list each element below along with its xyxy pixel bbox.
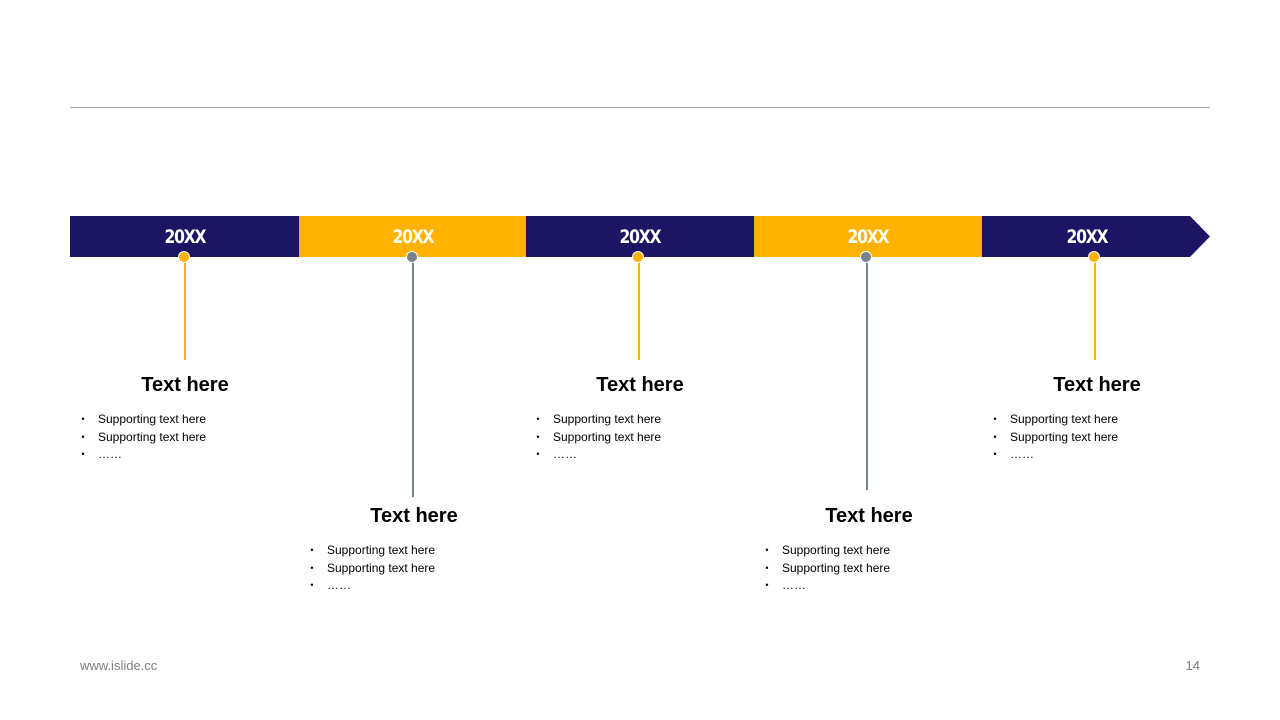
bullet-icon: •: [765, 562, 769, 573]
timeline-bar: 20XX 20XX 20XX 20XX 20XX: [70, 216, 1210, 257]
milestone-5-dot: [1088, 251, 1100, 263]
milestone-bullet-list: • Supporting text here • Supporting text h…: [982, 411, 1212, 464]
list-item: • Supporting text here: [78, 411, 300, 429]
list-item: • Supporting text here: [762, 560, 984, 578]
segment-year-label: 20XX: [619, 225, 662, 248]
milestone-bullet-list: • Supporting text here • Supporting text h…: [299, 542, 529, 595]
timeline-segment-1: 20XX: [70, 216, 299, 257]
bullet-text: Supporting text here: [782, 543, 891, 557]
milestone-2-connector: [412, 257, 414, 497]
footer-url[interactable]: www.islide.cc: [80, 658, 158, 673]
list-item: • Supporting text here: [533, 429, 755, 447]
milestone-3: Text here • Supporting text here • Support…: [525, 373, 755, 464]
segment-year-label: 20XX: [847, 225, 890, 248]
milestone-bullet-list: • Supporting text here • Supporting text h…: [70, 411, 300, 464]
list-item: • Supporting text here: [762, 542, 984, 560]
segment-year-label: 20XX: [1066, 225, 1109, 248]
milestone-title: Text here: [141, 374, 229, 396]
milestone-1-connector: [184, 257, 186, 360]
milestone-2-dot: [406, 251, 418, 263]
bullet-icon: •: [536, 414, 540, 424]
segment-year-label: 20XX: [164, 225, 206, 248]
list-item: • Supporting text here: [78, 429, 300, 447]
list-item: • ……: [78, 446, 300, 464]
bullet-icon: •: [81, 431, 85, 442]
timeline-segment-2: 20XX: [299, 216, 526, 257]
milestone-title: Text here: [1053, 374, 1141, 396]
bullet-icon: •: [765, 580, 769, 590]
list-item: • ……: [307, 577, 529, 595]
bullet-icon: •: [81, 449, 85, 459]
bullet-icon: •: [993, 449, 997, 459]
timeline-segment-5-arrow: 20XX: [982, 216, 1210, 257]
list-item: • Supporting text here: [533, 411, 755, 429]
milestone-4-connector: [866, 257, 868, 490]
bullet-icon: •: [310, 545, 314, 555]
list-item: • ……: [533, 446, 755, 464]
list-item: • ……: [762, 577, 984, 595]
list-item: • ……: [990, 446, 1212, 464]
list-item: • Supporting text here: [307, 542, 529, 560]
bullet-text: Supporting text here: [327, 560, 436, 575]
milestone-5-connector: [1094, 257, 1096, 360]
bullet-icon: •: [993, 414, 997, 424]
bullet-icon: •: [310, 580, 314, 590]
bullet-icon: •: [765, 545, 769, 555]
timeline-segment-3: 20XX: [526, 216, 754, 257]
milestone-2: Text here • Supporting text here • Support…: [299, 504, 529, 595]
list-item: • Supporting text here: [990, 429, 1212, 447]
bullet-text: ……: [1010, 447, 1034, 461]
segment-year-label: 20XX: [392, 225, 434, 248]
bullet-icon: •: [536, 431, 540, 442]
milestone-3-dot: [632, 251, 644, 263]
bullet-icon: •: [310, 562, 314, 573]
bullet-icon: •: [993, 431, 997, 442]
milestone-title: Text here: [370, 505, 458, 527]
bullet-text: ……: [327, 578, 351, 592]
milestone-5: Text here • Supporting text here • Support…: [982, 373, 1212, 464]
bullet-text: ……: [553, 447, 577, 461]
bullet-icon: •: [81, 414, 85, 424]
milestone-bullet-list: • Supporting text here • Supporting text h…: [754, 542, 984, 595]
bullet-text: Supporting text here: [553, 429, 662, 444]
milestone-4-dot: [860, 251, 872, 263]
bullet-text: Supporting text here: [1010, 412, 1119, 426]
milestone-1: Text here • Supporting text here • Support…: [70, 373, 300, 464]
bullet-text: Supporting text here: [553, 412, 662, 426]
bullet-icon: •: [536, 449, 540, 459]
milestone-4: Text here • Supporting text here • Support…: [754, 504, 984, 595]
header-divider: [70, 107, 1210, 108]
bullet-text: Supporting text here: [1010, 429, 1119, 444]
milestone-title: Text here: [825, 505, 913, 527]
milestone-title: Text here: [596, 374, 684, 396]
bullet-text: ……: [98, 447, 122, 461]
bullet-text: ……: [782, 578, 806, 592]
bullet-text: Supporting text here: [98, 429, 207, 444]
list-item: • Supporting text here: [990, 411, 1212, 429]
page-number: 14: [1185, 658, 1200, 673]
timeline-segment-4: 20XX: [754, 216, 982, 257]
list-item: • Supporting text here: [307, 560, 529, 578]
arrow-head-shape: [982, 216, 1210, 257]
milestone-3-connector: [638, 257, 640, 360]
bullet-text: Supporting text here: [98, 412, 207, 426]
milestone-1-dot: [178, 251, 190, 263]
bullet-text: Supporting text here: [782, 560, 891, 575]
milestone-bullet-list: • Supporting text here • Supporting text h…: [525, 411, 755, 464]
bullet-text: Supporting text here: [327, 543, 436, 557]
